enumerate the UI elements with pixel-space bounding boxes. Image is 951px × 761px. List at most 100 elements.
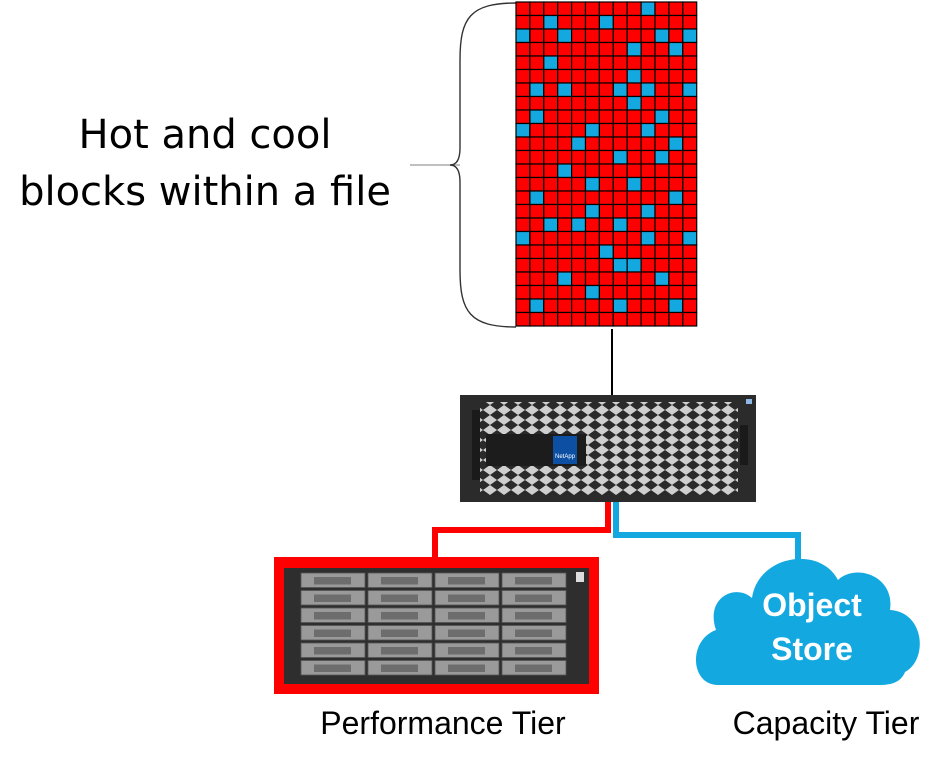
hot-block	[570, 298, 587, 314]
hot-block	[570, 190, 587, 206]
hot-block	[584, 311, 600, 327]
hot-block	[584, 271, 600, 287]
hot-block	[626, 82, 642, 98]
file-block-grid	[515, 1, 698, 327]
performance-tier-link	[432, 502, 611, 560]
hot-block	[682, 136, 698, 152]
hot-block	[529, 28, 545, 44]
cool-block	[654, 28, 670, 44]
drive-bay-handle	[515, 629, 552, 637]
hot-block	[668, 82, 684, 98]
cool-block	[682, 230, 698, 246]
cool-block	[612, 82, 628, 98]
hot-block	[612, 190, 628, 206]
hot-block	[640, 163, 656, 179]
cool-block	[626, 95, 642, 111]
cool-block	[640, 203, 656, 219]
hot-block	[529, 136, 545, 152]
object-store-label-line1: Object	[762, 587, 862, 623]
hot-block	[557, 203, 573, 219]
hot-block	[654, 41, 670, 57]
capacity-tier-label: Capacity Tier	[733, 705, 920, 741]
cool-block	[612, 298, 628, 314]
drive-bay-handle	[381, 594, 418, 602]
object-store-cloud-icon	[695, 558, 920, 685]
hot-block	[682, 1, 698, 17]
hot-block	[598, 190, 614, 206]
cool-block	[515, 230, 531, 246]
performance-tier-shelf-icon	[274, 557, 599, 694]
cool-block	[640, 122, 656, 138]
hot-block	[543, 163, 559, 179]
cool-block	[529, 82, 545, 98]
hot-block	[668, 311, 684, 327]
hot-block	[584, 95, 600, 111]
hot-block	[515, 284, 531, 300]
hot-block	[640, 257, 656, 273]
cool-block	[570, 217, 587, 233]
hot-block	[598, 298, 614, 314]
hot-block	[515, 109, 531, 125]
hot-block	[584, 136, 600, 152]
hot-block	[626, 190, 642, 206]
drive-bay-handle	[314, 664, 351, 672]
hot-block	[640, 55, 656, 71]
hot-block	[529, 163, 545, 179]
cool-block	[543, 14, 559, 30]
hot-block	[515, 14, 531, 30]
cool-block	[529, 298, 545, 314]
hot-block	[515, 203, 531, 219]
hot-block	[557, 311, 573, 327]
hot-block	[515, 68, 531, 84]
drive-bay-handle	[448, 577, 485, 585]
hot-block	[668, 176, 684, 192]
hot-block	[682, 109, 698, 125]
hot-block	[626, 55, 642, 71]
hot-block	[557, 217, 573, 233]
hot-block	[515, 1, 531, 17]
hot-block	[584, 1, 600, 17]
drive-bay-handle	[448, 629, 485, 637]
hot-block	[543, 271, 559, 287]
hot-block	[557, 122, 573, 138]
hot-block	[543, 1, 559, 17]
hot-block	[612, 1, 628, 17]
hot-block	[515, 136, 531, 152]
hot-block	[570, 1, 587, 17]
hot-block	[598, 311, 614, 327]
cool-block	[557, 163, 573, 179]
cool-block	[654, 149, 670, 165]
hot-block	[598, 149, 614, 165]
cool-block	[682, 28, 698, 44]
drive-bay-handle	[314, 594, 351, 602]
hot-block	[584, 109, 600, 125]
hot-block	[598, 28, 614, 44]
hot-block	[557, 55, 573, 71]
hot-block	[682, 311, 698, 327]
cool-block	[626, 68, 642, 84]
cool-block	[640, 1, 656, 17]
drive-bay-handle	[381, 612, 418, 620]
hot-block	[682, 257, 698, 273]
hot-block	[529, 244, 545, 260]
hot-block	[557, 244, 573, 260]
hot-block	[570, 95, 587, 111]
hot-block	[515, 217, 531, 233]
hot-block	[529, 122, 545, 138]
hot-block	[570, 230, 587, 246]
hot-block	[626, 284, 642, 300]
hot-block	[543, 122, 559, 138]
hot-block	[654, 190, 670, 206]
hot-block	[543, 298, 559, 314]
hot-block	[557, 230, 573, 246]
hot-block	[640, 14, 656, 30]
hot-block	[598, 257, 614, 273]
hot-block	[598, 136, 614, 152]
hot-block	[584, 41, 600, 57]
drive-bay-handle	[448, 594, 485, 602]
hot-block	[529, 41, 545, 57]
hot-block	[598, 1, 614, 17]
cool-block	[515, 122, 531, 138]
hot-block	[529, 230, 545, 246]
hot-block	[640, 68, 656, 84]
